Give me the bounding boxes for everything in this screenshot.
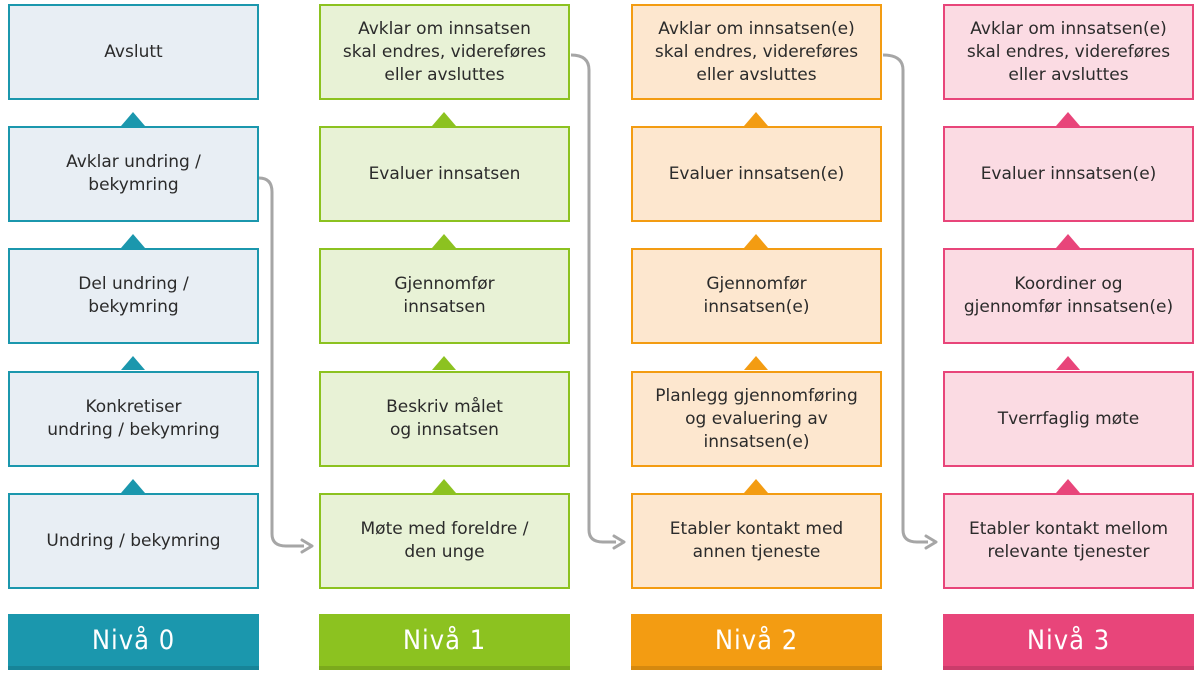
step-label: Avklar om innsatsen(e) skal endres, vide… bbox=[966, 18, 1171, 85]
level-0-step-3: Del undring / bekymring bbox=[8, 248, 259, 344]
level-3-step-4: Tverrfaglig møte bbox=[943, 371, 1194, 467]
level-1-step-5: Møte med foreldre / den unge bbox=[319, 493, 570, 589]
step-label: Gjennomfør innsatsen bbox=[394, 274, 495, 317]
step-label: Etabler kontakt med annen tjeneste bbox=[669, 519, 844, 562]
step-label: Konkretiser undring / bekymring bbox=[47, 397, 220, 440]
arrow-up-icon bbox=[432, 234, 456, 248]
level-1-step-3: Gjennomfør innsatsen bbox=[319, 248, 570, 344]
step-label: Gjennomfør innsatsen(e) bbox=[703, 274, 810, 317]
arrow-up-icon bbox=[1056, 112, 1080, 126]
level-0-step-1: Avslutt bbox=[8, 4, 259, 100]
arrow-up-icon bbox=[121, 356, 145, 370]
arrow-up-icon bbox=[1056, 234, 1080, 248]
connector-level-1-to-2 bbox=[570, 53, 616, 544]
level-3-step-1: Avklar om innsatsen(e) skal endres, vide… bbox=[943, 4, 1194, 100]
arrow-up-icon bbox=[744, 479, 768, 493]
arrow-up-icon bbox=[1056, 479, 1080, 493]
level-0-column: Avslutt Avklar undring / bekymring Del u… bbox=[8, 0, 259, 675]
level-2-step-1: Avklar om innsatsen(e) skal endres, vide… bbox=[631, 4, 882, 100]
connector-level-0-to-1 bbox=[258, 176, 304, 548]
arrow-up-icon bbox=[744, 356, 768, 370]
level-1-step-4: Beskriv målet og innsatsen bbox=[319, 371, 570, 467]
level-2-step-2: Evaluer innsatsen(e) bbox=[631, 126, 882, 222]
arrow-up-icon bbox=[744, 234, 768, 248]
level-3-step-3: Koordiner og gjennomfør innsatsen(e) bbox=[943, 248, 1194, 344]
step-label: Koordiner og gjennomfør innsatsen(e) bbox=[963, 274, 1174, 317]
step-label: Evaluer innsatsen(e) bbox=[668, 163, 845, 184]
connector-arrowhead-icon bbox=[300, 538, 314, 554]
step-label: Beskriv målet og innsatsen bbox=[386, 397, 503, 440]
step-label: Evaluer innsatsen(e) bbox=[980, 163, 1157, 184]
arrow-up-icon bbox=[1056, 356, 1080, 370]
level-1-label: Nivå 1 bbox=[319, 614, 570, 670]
level-0-step-5: Undring / bekymring bbox=[8, 493, 259, 589]
arrow-up-icon bbox=[744, 112, 768, 126]
arrow-up-icon bbox=[432, 112, 456, 126]
level-2-label: Nivå 2 bbox=[631, 614, 882, 670]
level-3-label: Nivå 3 bbox=[943, 614, 1194, 670]
step-label: Planlegg gjennomføring og evaluering av … bbox=[655, 385, 858, 452]
level-2-step-5: Etabler kontakt med annen tjeneste bbox=[631, 493, 882, 589]
step-label: Avslutt bbox=[104, 41, 163, 62]
level-0-step-4: Konkretiser undring / bekymring bbox=[8, 371, 259, 467]
step-label: Møte med foreldre / den unge bbox=[360, 519, 529, 562]
level-1-step-2: Evaluer innsatsen bbox=[319, 126, 570, 222]
level-3-step-2: Evaluer innsatsen(e) bbox=[943, 126, 1194, 222]
arrow-up-icon bbox=[432, 356, 456, 370]
level-2-step-3: Gjennomfør innsatsen(e) bbox=[631, 248, 882, 344]
level-1-column: Avklar om innsatsen skal endres, videref… bbox=[319, 0, 570, 675]
step-label: Avklar om innsatsen(e) skal endres, vide… bbox=[654, 18, 859, 85]
level-0-step-2: Avklar undring / bekymring bbox=[8, 126, 259, 222]
arrow-up-icon bbox=[121, 234, 145, 248]
step-label: Avklar undring / bekymring bbox=[66, 152, 201, 195]
level-2-step-4: Planlegg gjennomføring og evaluering av … bbox=[631, 371, 882, 467]
connector-level-2-to-3 bbox=[882, 53, 928, 544]
connector-arrowhead-icon bbox=[612, 534, 626, 550]
level-2-column: Avklar om innsatsen(e) skal endres, vide… bbox=[631, 0, 882, 675]
arrow-up-icon bbox=[121, 112, 145, 126]
step-label: Avklar om innsatsen skal endres, videref… bbox=[342, 18, 547, 85]
level-3-step-5: Etabler kontakt mellom relevante tjenest… bbox=[943, 493, 1194, 589]
step-label: Undring / bekymring bbox=[46, 530, 221, 551]
level-3-column: Avklar om innsatsen(e) skal endres, vide… bbox=[943, 0, 1194, 675]
arrow-up-icon bbox=[121, 479, 145, 493]
step-label: Tverrfaglig møte bbox=[997, 408, 1140, 429]
step-label: Del undring / bekymring bbox=[78, 274, 189, 317]
level-1-step-1: Avklar om innsatsen skal endres, videref… bbox=[319, 4, 570, 100]
step-label: Evaluer innsatsen bbox=[368, 163, 521, 184]
level-0-label: Nivå 0 bbox=[8, 614, 259, 670]
arrow-up-icon bbox=[432, 479, 456, 493]
step-label: Etabler kontakt mellom relevante tjenest… bbox=[968, 519, 1169, 562]
connector-arrowhead-icon bbox=[924, 534, 938, 550]
